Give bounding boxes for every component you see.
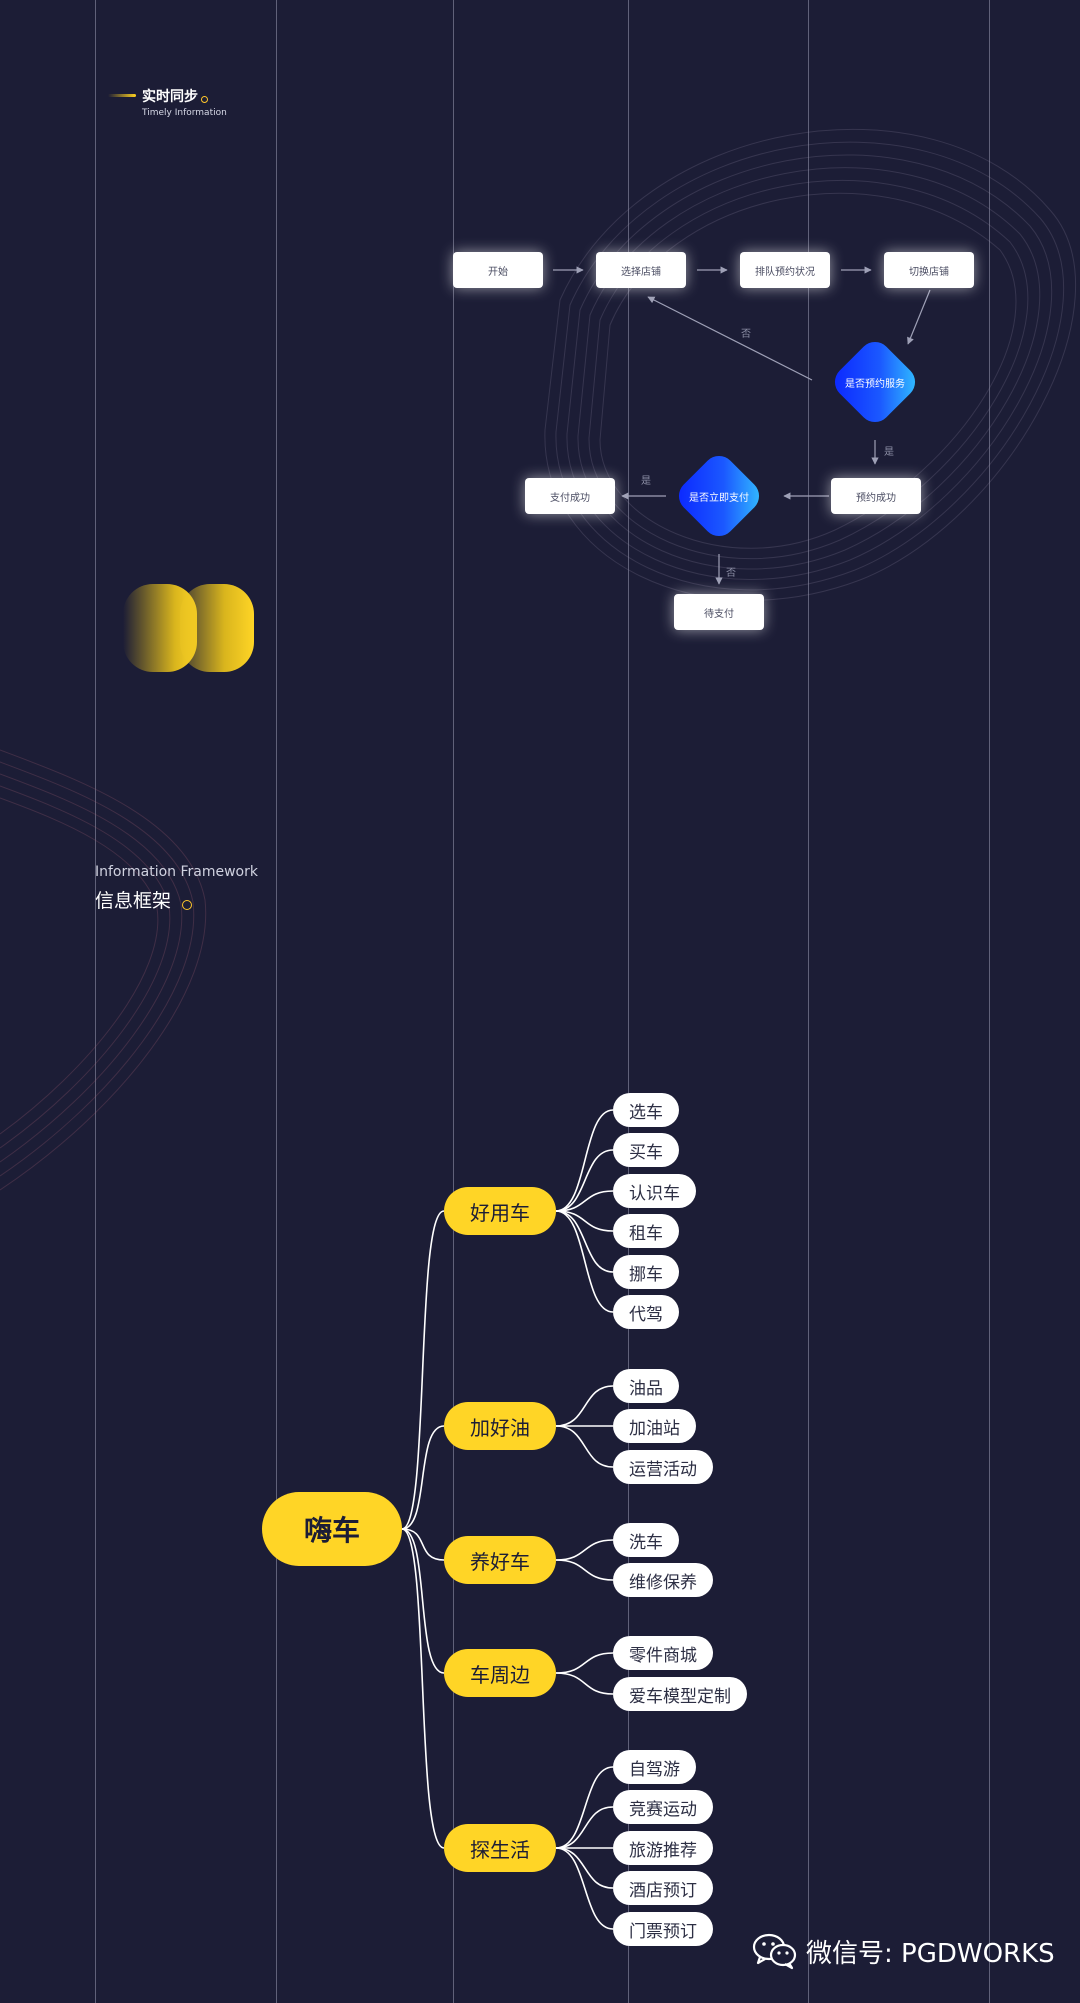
wechat-watermark: 微信号: PGDWORKS — [752, 1932, 1055, 1970]
edge-label-no: 否 — [741, 329, 751, 340]
mindmap-leaf: 租车 — [613, 1214, 679, 1248]
mindmap-leaf: 零件商城 — [613, 1636, 713, 1670]
grid-line — [628, 0, 629, 2003]
mindmap-branch: 车周边 — [444, 1649, 556, 1697]
edge-label-no: 否 — [726, 568, 736, 579]
mindmap-leaf: 洗车 — [613, 1523, 679, 1557]
mindmap-leaf: 运营活动 — [613, 1450, 713, 1484]
mindmap-leaf: 认识车 — [613, 1174, 696, 1208]
flow-node-queue-status: 排队预约状况 — [740, 252, 830, 288]
mindmap-leaf: 挪车 — [613, 1255, 679, 1289]
decision-label: 是否立即支付 — [689, 492, 749, 504]
mindmap-branch: 好用车 — [444, 1187, 556, 1235]
flow-decision-reserve-service: 是否预约服务 — [827, 334, 923, 430]
mindmap-leaf: 维修保养 — [613, 1563, 713, 1597]
edge-label-yes: 是 — [884, 447, 894, 458]
section-subtitle-framework: Information Framework — [95, 864, 258, 880]
mindmap-leaf: 选车 — [613, 1093, 679, 1127]
grid-line — [95, 0, 96, 2003]
mindmap-leaf: 门票预订 — [613, 1912, 713, 1946]
mindmap-leaf: 酒店预订 — [613, 1871, 713, 1905]
ring-icon — [182, 900, 192, 910]
section-subtitle-timely: Timely Information — [142, 108, 227, 118]
ring-icon — [201, 96, 208, 103]
mindmap-leaf: 加油站 — [613, 1409, 696, 1443]
flow-decision-pay-now: 是否立即支付 — [671, 448, 767, 544]
mindmap-branch: 养好车 — [444, 1536, 556, 1584]
mindmap-leaf: 旅游推荐 — [613, 1831, 713, 1865]
flow-node-pay-success: 支付成功 — [525, 478, 615, 514]
flow-node-pending-payment: 待支付 — [674, 594, 764, 630]
grid-line — [276, 0, 277, 2003]
mindmap-branch: 加好油 — [444, 1402, 556, 1450]
grid-line — [453, 0, 454, 2003]
flow-node-select-store: 选择店铺 — [596, 252, 686, 288]
mindmap-leaf: 买车 — [613, 1133, 679, 1167]
mindmap-leaf: 竞赛运动 — [613, 1790, 713, 1824]
flow-node-booking-success: 预约成功 — [831, 478, 921, 514]
flow-node-start: 开始 — [453, 252, 543, 288]
grid-line — [989, 0, 990, 2003]
mindmap-leaf: 自驾游 — [613, 1750, 696, 1784]
mindmap-root: 嗨车 — [262, 1492, 402, 1566]
flow-node-switch-store: 切换店铺 — [884, 252, 974, 288]
wechat-icon — [752, 1933, 797, 1970]
mindmap-leaf: 爱车模型定制 — [613, 1677, 747, 1711]
edge-label-yes: 是 — [641, 476, 651, 487]
mindmap-branch: 探生活 — [444, 1824, 556, 1872]
section-title-timely: 实时同步 — [142, 89, 198, 105]
watermark-text: 微信号: PGDWORKS — [806, 1938, 1055, 1969]
decision-label: 是否预约服务 — [845, 378, 905, 390]
mindmap-leaf: 代驾 — [613, 1295, 679, 1329]
title-accent-bar — [108, 94, 136, 97]
mindmap-leaf: 油品 — [613, 1369, 679, 1403]
grid-line — [808, 0, 809, 2003]
section-title-framework: 信息框架 — [95, 890, 172, 912]
decorative-yellow-shape — [180, 584, 254, 672]
